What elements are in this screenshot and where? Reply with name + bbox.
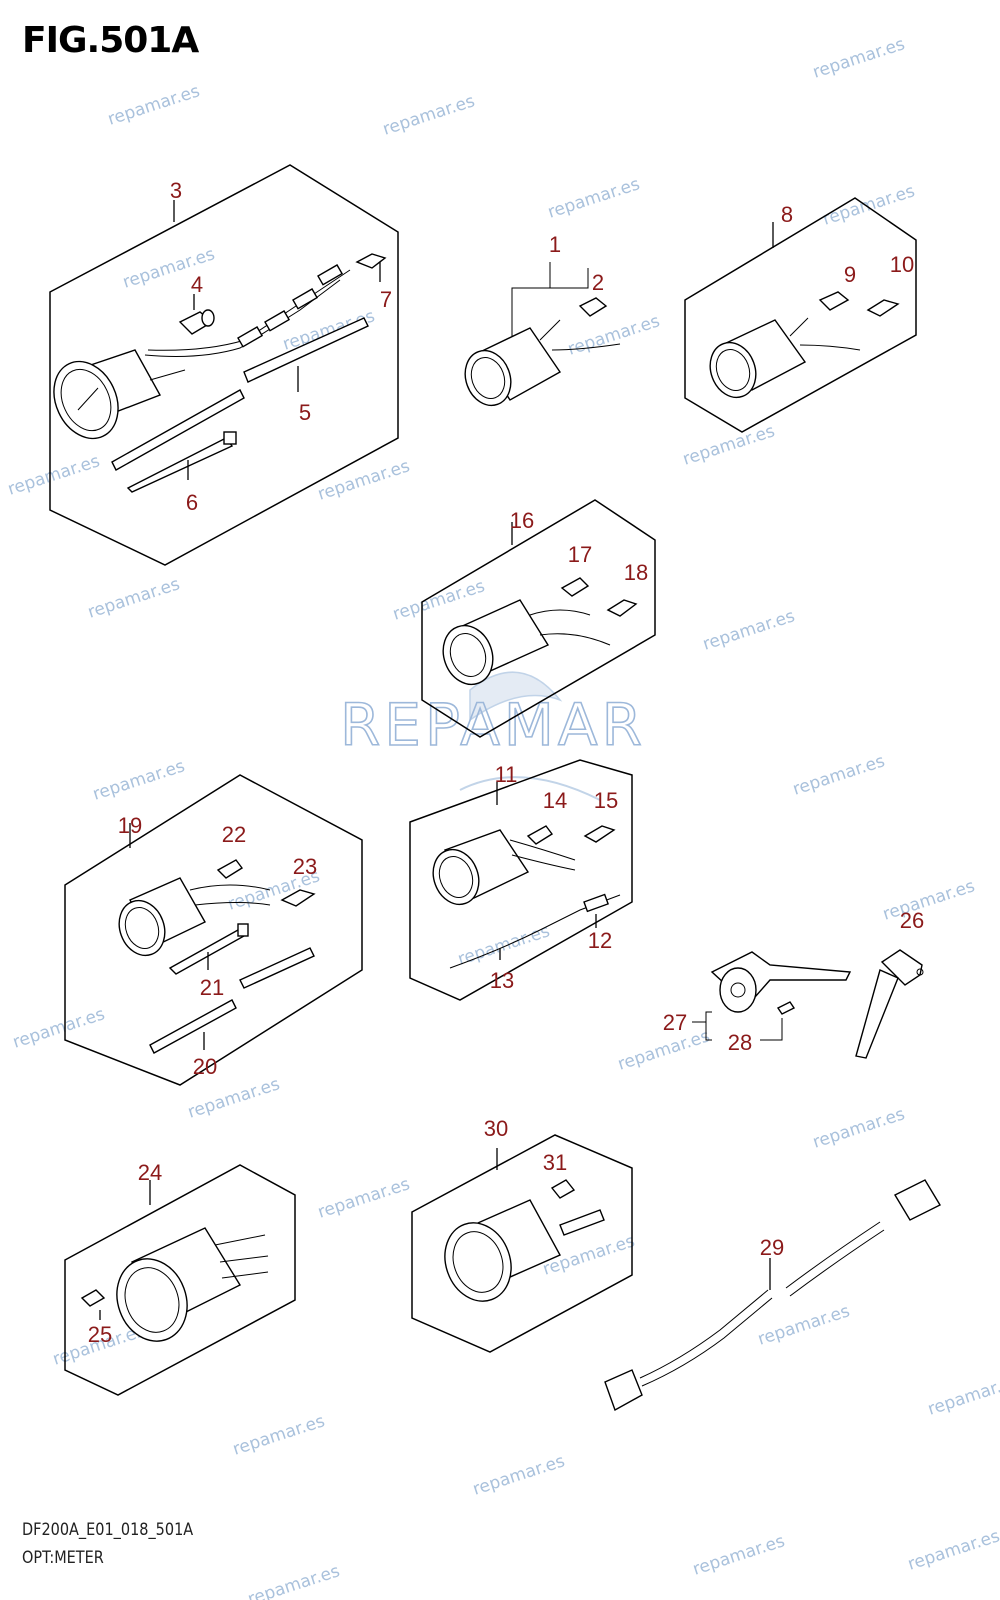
watermark-text: repamar.es: [105, 81, 202, 130]
assembly-3: [49, 164, 399, 566]
figure-caption: OPT:METER: [22, 1548, 104, 1568]
watermark-text: repamar.es: [545, 174, 642, 223]
callout-23: 23: [293, 854, 317, 879]
watermark-text: repamar.es: [680, 421, 777, 470]
wire-harness-29: [604, 1179, 941, 1412]
callout-7: 7: [380, 287, 392, 312]
meter-gauge: [116, 1227, 269, 1342]
watermark-text: repamar.es: [820, 181, 917, 230]
watermark-logo: [459, 671, 601, 801]
callout-22: 22: [222, 822, 246, 847]
callout-1: 1: [549, 232, 561, 257]
watermark-text: repamar.es: [315, 456, 412, 505]
callout-12: 12: [588, 928, 612, 953]
callout-14: 14: [543, 788, 567, 813]
watermark-text: repamar.es: [85, 574, 182, 623]
callout-4: 4: [191, 272, 203, 297]
watermark-text: repamar.es: [455, 921, 552, 970]
figure-title: FIG.501A: [22, 20, 199, 61]
assembly-1: [464, 262, 621, 407]
callout-labels: 1 2 3 4 5 6 7 8 9 10 11 12 13 14 15 16 1…: [88, 178, 924, 1347]
watermark-text: repamar.es: [880, 876, 977, 925]
callout-13: 13: [490, 968, 514, 993]
callout-11: 11: [495, 762, 518, 787]
callout-29: 29: [760, 1235, 784, 1260]
meter-gauge: [53, 269, 351, 440]
watermark-text: repamar.es: [380, 91, 477, 140]
callout-15: 15: [594, 788, 618, 813]
watermark-text: repamar.es: [810, 34, 907, 83]
watermark-logo-text: REPAMAR: [340, 691, 646, 759]
callout-18: 18: [624, 560, 648, 585]
callout-6: 6: [186, 490, 198, 515]
callout-17: 17: [568, 542, 592, 567]
callout-16: 16: [510, 508, 534, 533]
watermark-text: repamar.es: [925, 1371, 1000, 1420]
assembly-19: [64, 774, 363, 1086]
callout-2: 2: [592, 270, 604, 295]
meter-gauge: [709, 317, 861, 399]
assembly-30: [411, 1134, 633, 1353]
watermark-text: repamar.es: [810, 1104, 907, 1153]
watermark-text: repamar.es: [10, 1004, 107, 1053]
assembly-24: [64, 1164, 296, 1396]
callout-28: 28: [728, 1030, 752, 1055]
callout-21: 21: [200, 975, 224, 1000]
callout-5: 5: [299, 400, 311, 425]
watermark-text: repamar.es: [315, 1174, 412, 1223]
pointer-assembly-27: [692, 951, 852, 1041]
callout-24: 24: [138, 1160, 162, 1185]
watermark-text: repamar.es: [185, 1074, 282, 1123]
watermark-text: repamar.es: [90, 756, 187, 805]
assembly-8: [684, 197, 917, 433]
callout-31: 31: [543, 1150, 567, 1175]
callout-8: 8: [781, 202, 793, 227]
watermark-text: repamar.es: [5, 451, 102, 500]
watermark-text: repamar.es: [905, 1526, 1000, 1575]
watermark-text: repamar.es: [230, 1411, 327, 1460]
watermark-text: repamar.es: [690, 1531, 787, 1580]
callout-19: 19: [118, 813, 142, 838]
callout-30: 30: [484, 1116, 508, 1141]
bulb-socket: [178, 309, 215, 335]
meter-gauge: [118, 877, 271, 957]
assembly-16: [421, 499, 656, 738]
meter-gauge: [444, 1199, 605, 1302]
callout-3: 3: [170, 178, 182, 203]
pointer-assembly-26: [855, 949, 924, 1059]
callout-25: 25: [88, 1322, 112, 1347]
assembly-11: [409, 759, 633, 1001]
meter-gauge: [432, 829, 576, 906]
watermark-text: repamar.es: [390, 576, 487, 625]
callout-27: 27: [663, 1010, 687, 1035]
callout-9: 9: [844, 262, 856, 287]
meter-gauge: [442, 599, 611, 686]
callout-20: 20: [193, 1054, 217, 1079]
watermark-text: repamar.es: [245, 1561, 342, 1600]
callout-10: 10: [890, 252, 914, 277]
watermark-text: repamar.es: [470, 1451, 567, 1500]
watermark-text: repamar.es: [790, 751, 887, 800]
callout-26: 26: [900, 908, 924, 933]
meter-gauge: [464, 319, 621, 407]
drawing-code: DF200A_E01_018_501A: [22, 1520, 194, 1540]
watermark-text: repamar.es: [755, 1301, 852, 1350]
watermark-text: repamar.es: [700, 606, 797, 655]
watermark-text: repamar.es: [565, 311, 662, 360]
